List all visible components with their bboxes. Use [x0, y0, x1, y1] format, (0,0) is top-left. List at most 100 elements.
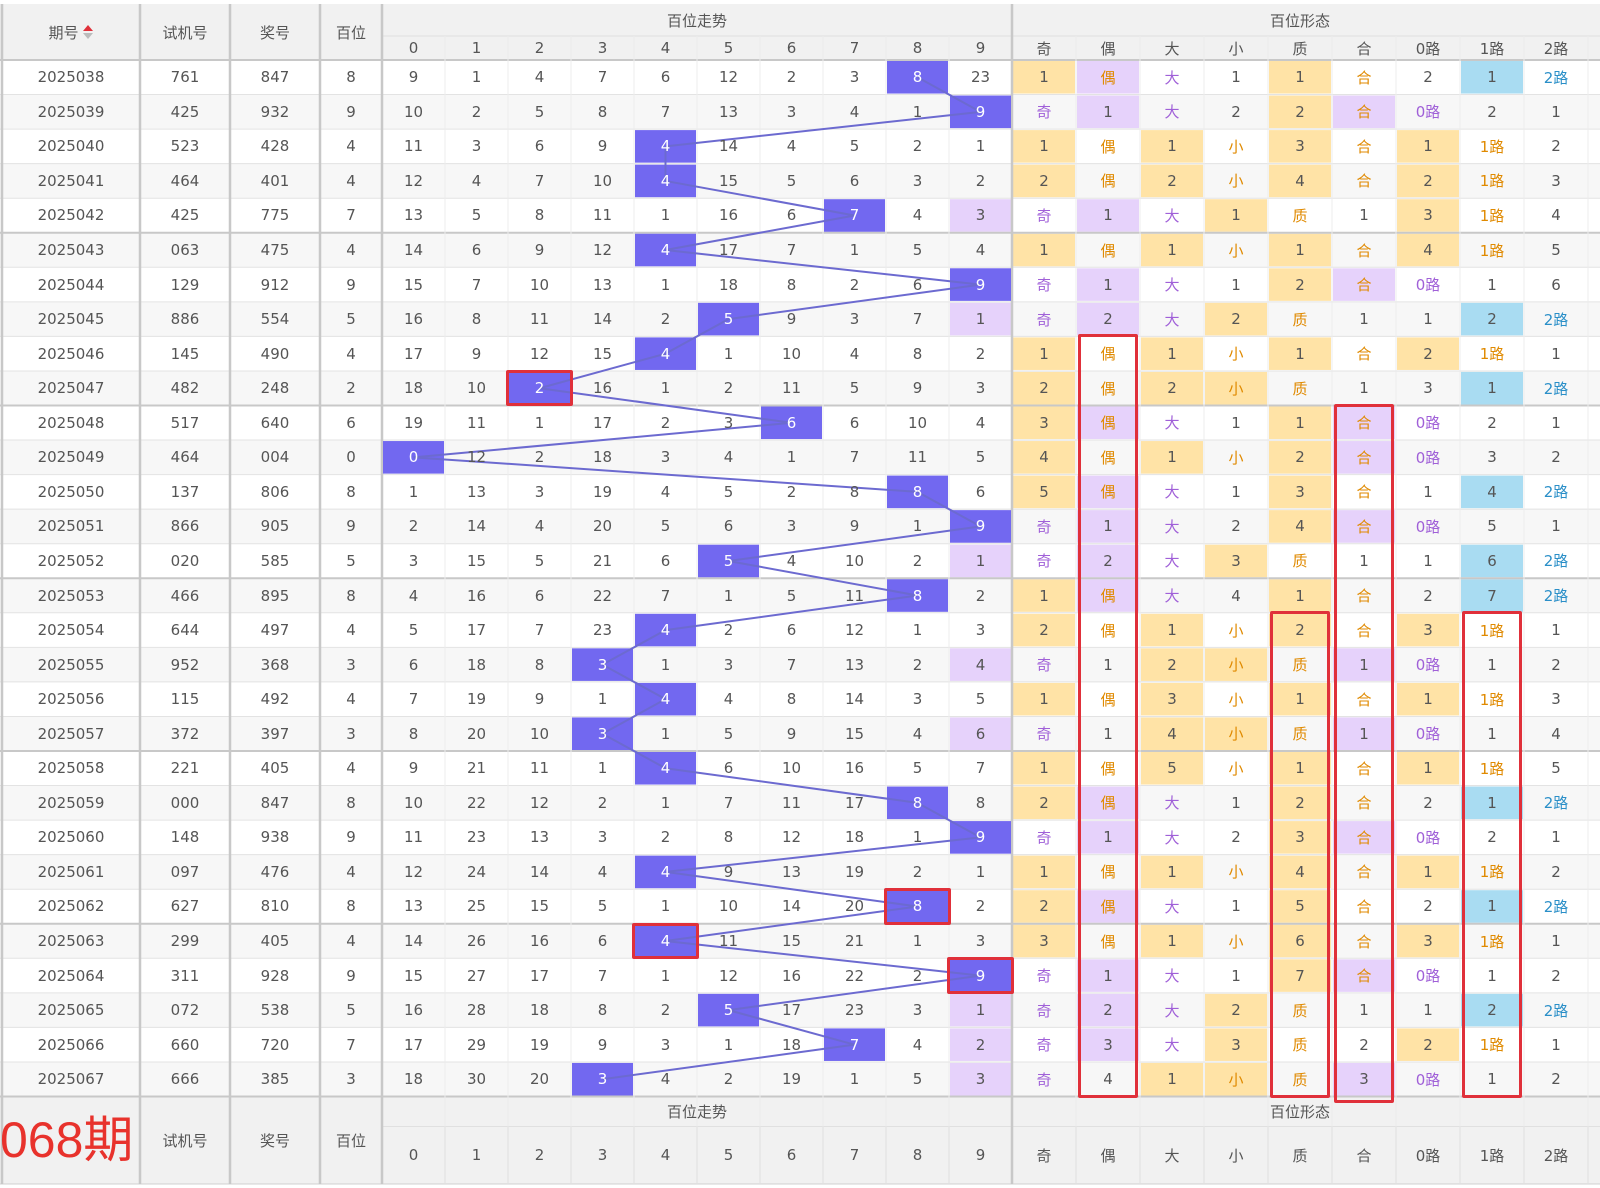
digit-header[interactable]: 8	[912, 39, 923, 57]
digit-header[interactable]: 2	[534, 39, 545, 57]
miss-count-cell: 5	[912, 241, 923, 260]
form-header[interactable]: 合	[1356, 39, 1372, 58]
digit-header[interactable]: 0	[408, 39, 419, 57]
miss-count-cell: 10	[592, 171, 613, 190]
cell-h: 4	[346, 137, 356, 156]
digit-header[interactable]: 7	[849, 39, 860, 57]
footer-form: 奇	[1036, 1146, 1052, 1165]
form-cell: 2路	[1543, 552, 1569, 571]
form-cell: 偶	[1100, 241, 1116, 260]
col-header-period[interactable]: 期号	[2, 4, 140, 60]
form-header[interactable]: 2路	[1543, 39, 1569, 58]
digit-header[interactable]: 5	[723, 39, 734, 57]
miss-count-cell: 5	[534, 102, 545, 121]
cell-h: 8	[346, 897, 356, 916]
form-header[interactable]: 0路	[1415, 39, 1441, 58]
cell-t: 072	[170, 1001, 200, 1020]
form-cell: 1	[1359, 724, 1369, 743]
form-header[interactable]: 小	[1228, 39, 1244, 58]
cell-h: 4	[346, 344, 356, 363]
cell-p: 2025067	[37, 1070, 105, 1089]
form-cell: 大	[1164, 897, 1180, 916]
miss-count-cell: 30	[466, 1070, 487, 1089]
form-cell: 2路	[1543, 310, 1569, 329]
form-cell: 1路	[1479, 137, 1505, 156]
form-cell: 合	[1356, 863, 1372, 882]
miss-count-cell: 17	[592, 413, 613, 432]
form-cell: 偶	[1100, 897, 1116, 916]
col-header-hundreds[interactable]: 百位	[335, 23, 366, 42]
miss-count-cell: 18	[466, 655, 487, 674]
miss-count-cell: 6	[786, 206, 797, 225]
form-cell: 1	[1039, 344, 1049, 363]
form-cell: 2	[1551, 862, 1561, 881]
miss-count-cell: 5	[723, 482, 734, 501]
form-cell: 2	[1295, 275, 1305, 294]
form-cell: 1	[1551, 621, 1561, 640]
digit-header[interactable]: 6	[786, 39, 797, 57]
form-cell: 大	[1164, 517, 1180, 536]
cell-p: 2025061	[37, 862, 105, 881]
cell-h: 4	[346, 932, 356, 951]
form-cell: 1路	[1479, 1036, 1505, 1055]
form-cell: 偶	[1100, 379, 1116, 398]
cell-t: 886	[170, 310, 200, 329]
form-header[interactable]: 1路	[1479, 39, 1505, 58]
form-cell: 1	[1359, 551, 1369, 570]
digit-header[interactable]: 4	[660, 39, 671, 57]
trend-group-title: 百位走势	[666, 11, 727, 30]
hit-cell: 3	[597, 1070, 608, 1089]
form-header[interactable]: 奇	[1036, 39, 1052, 58]
hit-cell: 4	[660, 862, 671, 881]
form-cell: 2	[1551, 655, 1561, 674]
miss-count-cell: 9	[408, 68, 419, 87]
miss-count-cell: 7	[597, 68, 608, 87]
hit-cell: 8	[912, 482, 923, 501]
miss-count-cell: 17	[403, 1035, 424, 1054]
form-cell: 1	[1167, 862, 1177, 881]
col-header-test[interactable]: 试机号	[162, 23, 208, 42]
form-cell: 1	[1103, 655, 1113, 674]
miss-count-cell: 12	[403, 862, 424, 881]
form-cell: 1	[1487, 897, 1497, 916]
miss-count-cell: 23	[844, 1001, 865, 1020]
form-cell: 1路	[1479, 206, 1505, 225]
form-cell: 1	[1423, 551, 1433, 570]
miss-count-cell: 6	[534, 586, 545, 605]
miss-count-cell: 14	[781, 897, 802, 916]
miss-count-cell: 8	[471, 310, 482, 329]
form-cell: 4	[1295, 517, 1305, 536]
miss-count-cell: 4	[723, 448, 734, 467]
form-cell: 合	[1356, 897, 1372, 916]
footer-digit: 6	[786, 1146, 797, 1165]
miss-count-cell: 3	[597, 828, 608, 847]
form-cell: 1路	[1479, 690, 1505, 709]
form-header[interactable]: 大	[1164, 39, 1180, 58]
footer-hundreds: 百位	[335, 1131, 366, 1150]
miss-count-cell: 17	[403, 344, 424, 363]
sort-arrows-icon[interactable]	[82, 24, 94, 40]
digit-header[interactable]: 1	[471, 39, 482, 57]
form-cell: 1	[1487, 379, 1497, 398]
digit-header[interactable]: 3	[597, 39, 608, 57]
form-header[interactable]: 质	[1292, 39, 1308, 58]
form-cell: 质	[1292, 206, 1308, 225]
form-header[interactable]: 偶	[1100, 39, 1116, 58]
miss-count-cell: 11	[592, 206, 613, 225]
digit-header[interactable]: 9	[975, 39, 986, 57]
form-cell: 1	[1551, 413, 1561, 432]
miss-count-cell: 8	[786, 275, 797, 294]
form-cell: 偶	[1100, 932, 1116, 951]
miss-count-cell: 14	[529, 862, 550, 881]
miss-count-cell: 12	[529, 793, 550, 812]
col-header-prize[interactable]: 奖号	[259, 23, 290, 42]
footer-form: 偶	[1100, 1146, 1116, 1165]
cell-p: 2025049	[37, 448, 105, 467]
cell-p: 2025042	[37, 206, 105, 225]
form-cell: 合	[1356, 517, 1372, 536]
miss-count-cell: 12	[592, 241, 613, 260]
miss-count-cell: 1	[975, 1001, 986, 1020]
form-cell: 质	[1292, 310, 1308, 329]
miss-count-cell: 7	[597, 966, 608, 985]
form-cell: 6	[1551, 275, 1561, 294]
